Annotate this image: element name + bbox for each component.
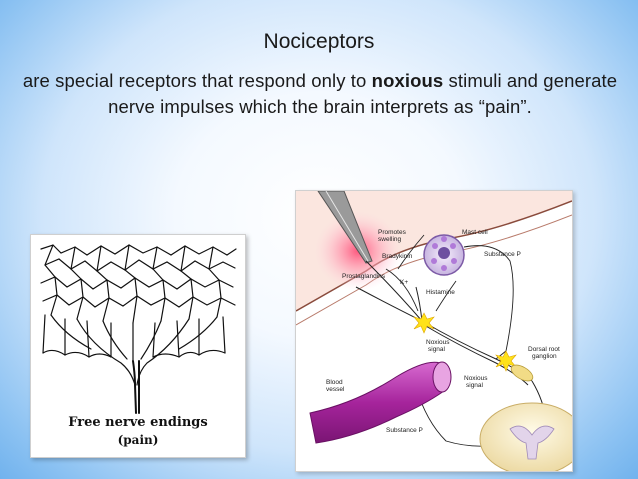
label-mast-cell: Mast cell	[462, 229, 488, 236]
nociceptor-pathway-figure: Promotes swelling Mast cell Substance P …	[295, 190, 573, 472]
label-noxious-signal-2-b: signal	[466, 382, 483, 389]
label-histamine: Histamine	[426, 289, 455, 296]
label-k-plus: K+	[400, 279, 409, 286]
free-nerve-endings-caption-pain: (pain)	[117, 433, 159, 447]
label-prostaglandins: Prostaglandins	[342, 273, 385, 280]
label-noxious-signal-1-b: signal	[428, 346, 445, 353]
label-bradykinin: Bradykinin	[382, 253, 413, 260]
free-nerve-endings-figure: Free nerve endings (pain)	[30, 234, 246, 458]
free-nerve-endings-caption: Free nerve endings	[68, 415, 208, 430]
label-noxious-signal-1: Noxious	[426, 339, 450, 346]
label-noxious-signal-2: Noxious	[464, 375, 488, 382]
body-text-part-2: stimuli and generate nerve impulses whic…	[108, 70, 618, 117]
label-blood: Blood	[326, 379, 343, 386]
label-promotes: Promotes	[378, 229, 406, 236]
label-substance-p-bottom: Substance P	[386, 427, 423, 434]
slide-title: Nociceptors	[263, 30, 375, 53]
label-ganglion: ganglion	[532, 353, 557, 360]
label-vessel: vessel	[326, 386, 345, 393]
body-text-part-1: are special receptors that respond only …	[22, 70, 372, 91]
body-text-bold-noxious: noxious	[371, 70, 444, 91]
slide-body-text: are special receptors that respond only …	[20, 68, 620, 120]
label-dorsal-root: Dorsal root	[528, 346, 560, 353]
free-nerve-endings-drawing	[40, 244, 237, 414]
label-swelling: swelling	[378, 236, 402, 243]
nociceptor-pathway-drawing	[296, 191, 572, 471]
label-substance-p-top: Substance P	[484, 251, 521, 258]
